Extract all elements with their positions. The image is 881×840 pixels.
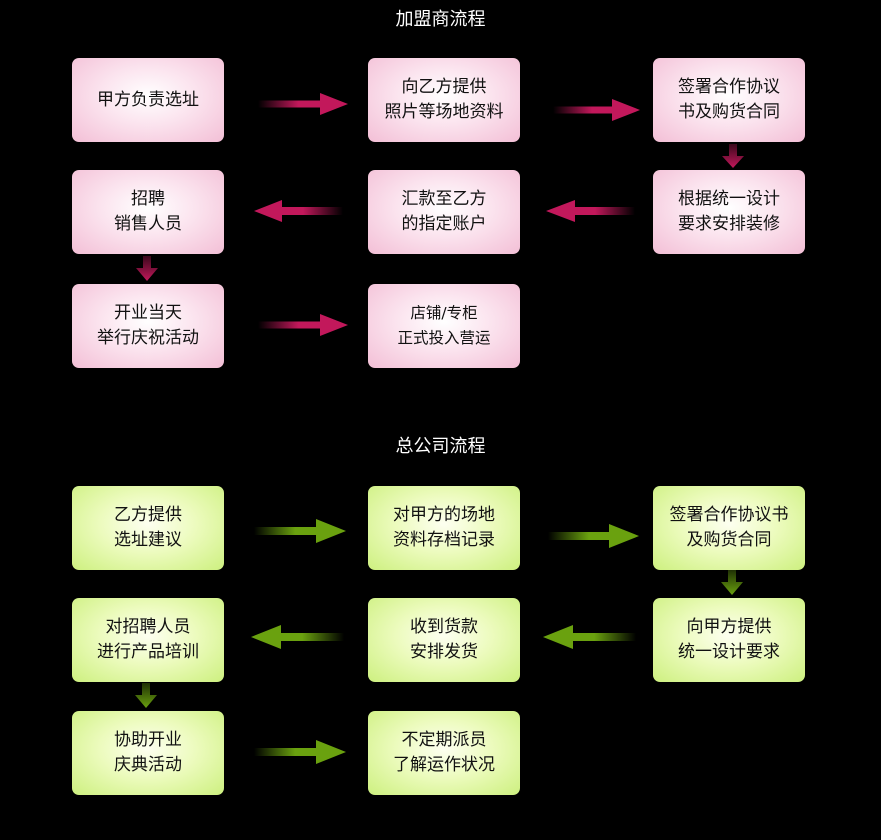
franchise-step-5: 汇款至乙方 的指定账户 [368,170,520,254]
headquarters-arrow-right-2 [548,524,639,548]
headquarters-arrow-down-1 [721,570,743,595]
franchise-arrow-down-2 [136,256,158,281]
franchise-step-6: 招聘 销售人员 [72,170,224,254]
headquarters-arrow-right-1 [254,519,346,543]
franchise-step-2: 向乙方提供 照片等场地资料 [368,58,520,142]
franchise-step-3: 签署合作协议 书及购货合同 [653,58,805,142]
headquarters-step-4: 向甲方提供 统一设计要求 [653,598,805,682]
headquarters-step-3: 签署合作协议书 及购货合同 [653,486,805,570]
franchise-arrow-right-3 [258,314,348,336]
headquarters-step-1: 乙方提供 选址建议 [72,486,224,570]
franchise-arrow-right-1 [258,93,348,115]
headquarters-step-8: 不定期派员 了解运作状况 [368,711,520,795]
franchise-arrow-down-1 [722,144,744,168]
headquarters-step-5: 收到货款 安排发货 [368,598,520,682]
franchise-step-7: 开业当天 举行庆祝活动 [72,284,224,368]
franchise-step-8: 店铺/专柜 正式投入营运 [368,284,520,368]
franchise-step-4: 根据统一设计 要求安排装修 [653,170,805,254]
franchise-arrow-right-2 [553,99,640,121]
headquarters-arrow-down-2 [135,683,157,708]
franchise-flow-title: 加盟商流程 [395,9,486,30]
franchise-step-1: 甲方负责选址 [72,58,224,142]
headquarters-flow-title: 总公司流程 [395,436,486,457]
headquarters-arrow-right-3 [254,740,346,764]
headquarters-step-2: 对甲方的场地 资料存档记录 [368,486,520,570]
franchise-arrow-left-1 [546,200,635,222]
headquarters-arrow-left-1 [543,625,636,649]
franchise-arrow-left-2 [254,200,343,222]
headquarters-step-7: 协助开业 庆典活动 [72,711,224,795]
headquarters-arrow-left-2 [251,625,344,649]
headquarters-step-6: 对招聘人员 进行产品培训 [72,598,224,682]
